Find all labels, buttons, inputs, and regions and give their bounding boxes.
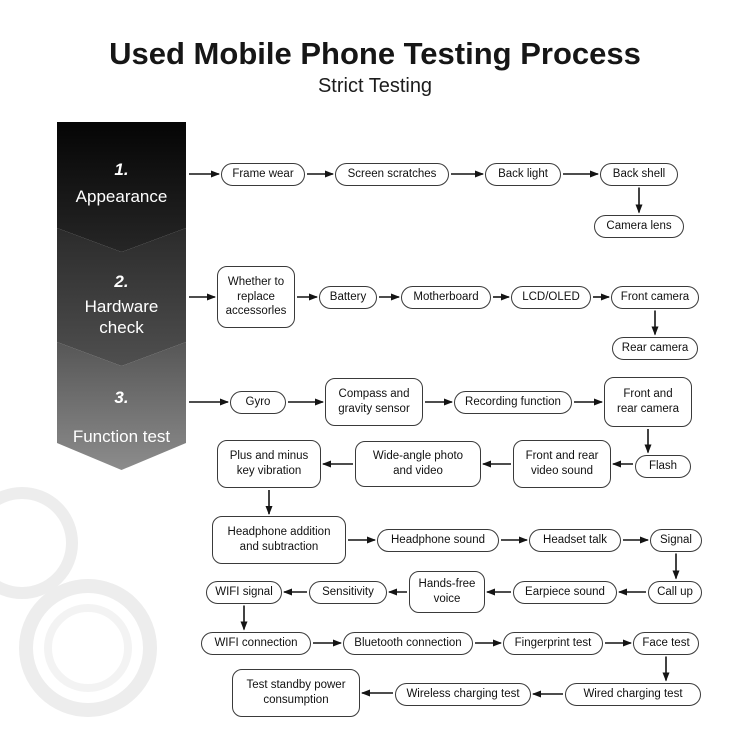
node-headphone-add: Headphone addition and subtraction (212, 516, 346, 564)
node-back-shell: Back shell (600, 162, 678, 186)
node-back-light: Back light (485, 162, 561, 186)
ribbon-step-1-number: 1. (114, 160, 129, 179)
node-battery: Battery (319, 285, 377, 309)
node-headphone-sound: Headphone sound (377, 528, 499, 552)
node-compass: Compass and gravity sensor (325, 378, 423, 426)
node-headset-talk: Headset talk (529, 528, 621, 552)
node-rear-camera: Rear camera (612, 336, 698, 360)
ribbon-step-2-number: 2. (114, 272, 129, 291)
node-whether-replace: Whether to replace accessorles (217, 266, 295, 328)
page-subtitle: Strict Testing (317, 75, 433, 97)
ribbon-step-1-label: Appearance (75, 187, 168, 206)
node-front-camera: Front camera (611, 285, 699, 309)
node-plus-minus: Plus and minus key vibration (217, 440, 321, 488)
ribbon-step-3-label: Function test (72, 427, 171, 446)
node-motherboard: Motherboard (401, 285, 491, 309)
node-front-rear-camera: Front and rear camera (604, 377, 692, 427)
node-wired-charging: Wired charging test (565, 682, 701, 706)
node-fingerprint: Fingerprint test (503, 631, 603, 655)
node-front-rear-video: Front and rear video sound (513, 440, 611, 488)
ribbon-step-3-number: 3. (114, 388, 129, 407)
node-bluetooth: Bluetooth connection (343, 631, 473, 655)
node-sensitivity: Sensitivity (309, 580, 387, 604)
node-wireless-charging: Wireless charging test (395, 682, 531, 706)
node-wifi-connection: WIFI connection (201, 631, 311, 655)
watermark-rings (0, 487, 157, 717)
process-ribbon (57, 122, 186, 470)
node-flash: Flash (635, 454, 691, 478)
node-camera-lens: Camera lens (594, 214, 684, 238)
node-wifi-signal: WIFI signal (206, 580, 282, 604)
node-gyro: Gyro (230, 390, 286, 414)
node-lcd-oled: LCD/OLED (511, 285, 591, 309)
node-earpiece-sound: Earpiece sound (513, 580, 617, 604)
node-frame-wear: Frame wear (221, 162, 305, 186)
node-screen-scratches: Screen scratches (335, 162, 449, 186)
node-recording: Recording function (454, 390, 572, 414)
node-signal: Signal (650, 528, 702, 552)
node-wide-angle: Wide-angle photo and video (355, 441, 481, 487)
page-title: Used Mobile Phone Testing Process (109, 36, 641, 71)
node-hands-free: Hands-free voice (409, 571, 485, 613)
ribbon-step-2-label: Hardware check (84, 297, 159, 338)
node-call-up: Call up (648, 580, 702, 604)
node-face-test: Face test (633, 631, 699, 655)
flow-arrows (189, 170, 680, 698)
node-test-standby: Test standby power consumption (232, 669, 360, 717)
